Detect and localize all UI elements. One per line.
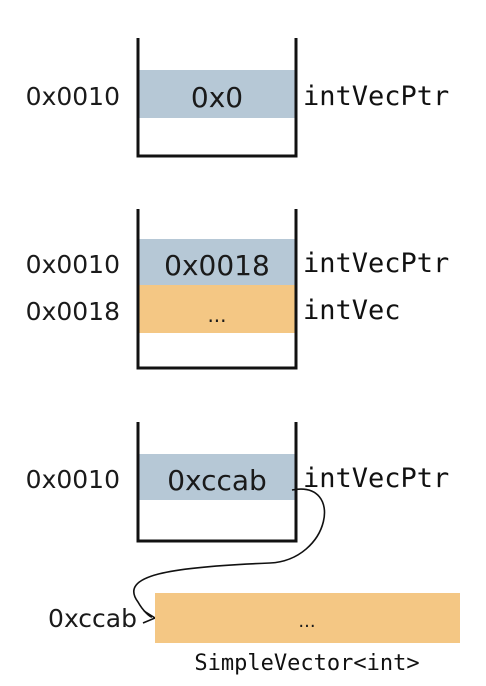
- heap-type-label: SimpleVector<int>: [194, 651, 419, 676]
- variable-name: intVecPtr: [303, 463, 449, 494]
- pointer-cell: [138, 70, 296, 118]
- address-label: 0x0010: [26, 250, 120, 279]
- variable-name: intVec: [303, 295, 401, 326]
- address-label: 0x0018: [26, 297, 120, 326]
- heap-address-label: 0xccab: [48, 604, 137, 633]
- cell-value: 0x0: [191, 81, 243, 114]
- data-cell: [138, 285, 296, 333]
- pointer-arrow: [132, 488, 326, 618]
- stack-box-outline: [136, 422, 298, 543]
- pointer-cell: [138, 239, 296, 285]
- stack-frame-2: 0x0010 0x0018 intVecPtr 0x0018 ... intVe…: [26, 209, 449, 370]
- address-label: 0x0010: [26, 82, 120, 111]
- stack-frame-1: 0x0010 0x0 intVecPtr: [26, 38, 449, 158]
- variable-name: intVecPtr: [303, 248, 449, 279]
- stack-box-outline: [136, 209, 298, 370]
- stack-frame-3: 0x0010 0xccab intVecPtr: [26, 422, 449, 543]
- cell-value: 0x0018: [164, 249, 270, 282]
- heap-data-cell: [155, 593, 460, 643]
- cell-value: ...: [207, 303, 226, 327]
- pointer-cell: [138, 454, 296, 500]
- address-label: 0x0010: [26, 465, 120, 494]
- heap-block: 0xccab ... SimpleVector<int>: [48, 593, 460, 676]
- arrowhead-icon: [142, 610, 157, 624]
- stack-box-outline: [136, 38, 298, 158]
- heap-cell-value: ...: [298, 611, 315, 632]
- variable-name: intVecPtr: [303, 81, 449, 112]
- cell-value: 0xccab: [167, 464, 267, 497]
